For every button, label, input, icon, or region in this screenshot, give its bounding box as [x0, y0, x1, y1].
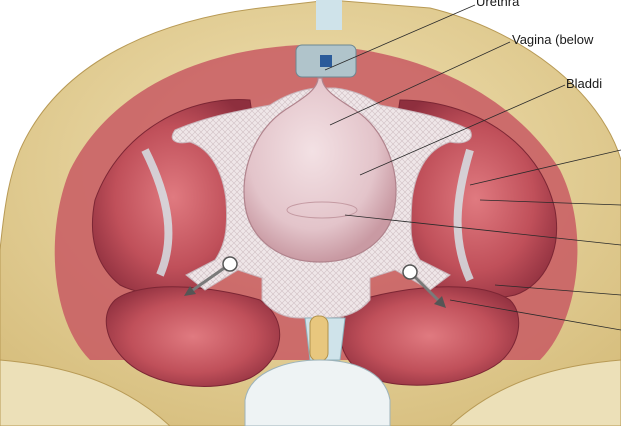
label-bladder: Bladdi [566, 76, 602, 91]
urethra-canal [316, 0, 342, 30]
label-vagina: Vagina (below [512, 32, 594, 47]
rectum-tube [310, 316, 328, 361]
urethra-opening [320, 55, 332, 67]
label-urethra: Urethra [476, 0, 520, 9]
